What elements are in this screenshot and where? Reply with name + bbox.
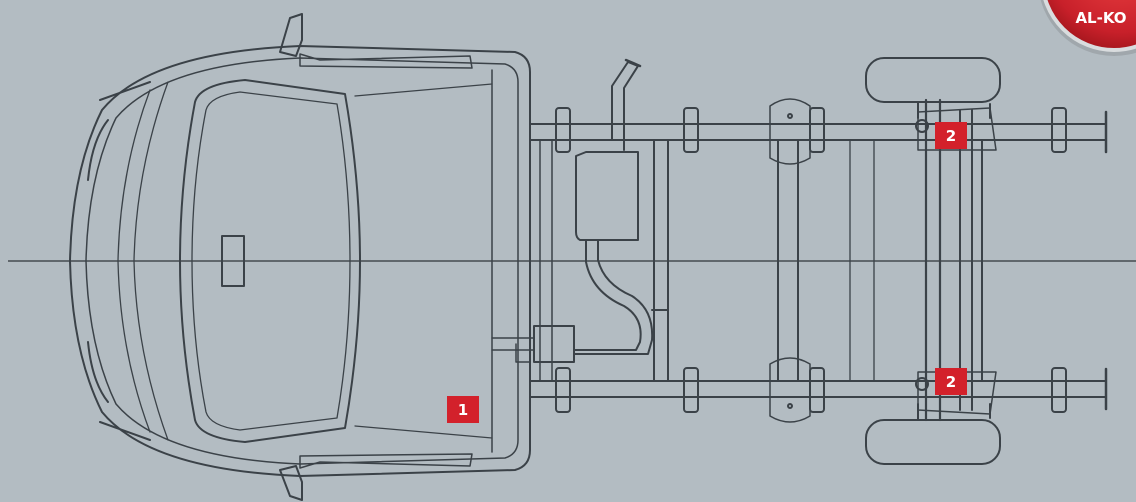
- callout-1: 1: [447, 396, 479, 423]
- frame-rail-bottom: [529, 367, 1108, 411]
- frame-rail-top: [529, 110, 1108, 154]
- mirror-bottom: [279, 453, 473, 501]
- fuel-filler-box: [491, 325, 575, 363]
- spring-hangers: [769, 98, 811, 423]
- exhaust-tailpipe: [611, 58, 642, 151]
- muffler: [575, 151, 639, 241]
- mirror-top: [279, 13, 473, 69]
- callout-2-top-box: [935, 122, 967, 149]
- al-ko-logo-text: AL-KO: [1075, 9, 1126, 27]
- callout-2-top-label: 2: [946, 127, 956, 145]
- cross-members: [539, 98, 983, 422]
- exhaust-pipe: [573, 239, 669, 355]
- callout-2-bottom-label: 2: [946, 373, 956, 391]
- rail-mounts-bottom: [555, 367, 1067, 413]
- al-ko-logo: AL-KO: [1040, 0, 1136, 56]
- callout-2-bottom: 2: [935, 368, 967, 395]
- cab-body: [69, 45, 531, 477]
- callout-1-label: 1: [458, 401, 468, 419]
- callout-1-box: [447, 396, 479, 423]
- callout-2-bottom-box: [935, 368, 967, 395]
- axle-brackets: [915, 107, 997, 415]
- callout-2-top: 2: [935, 122, 967, 149]
